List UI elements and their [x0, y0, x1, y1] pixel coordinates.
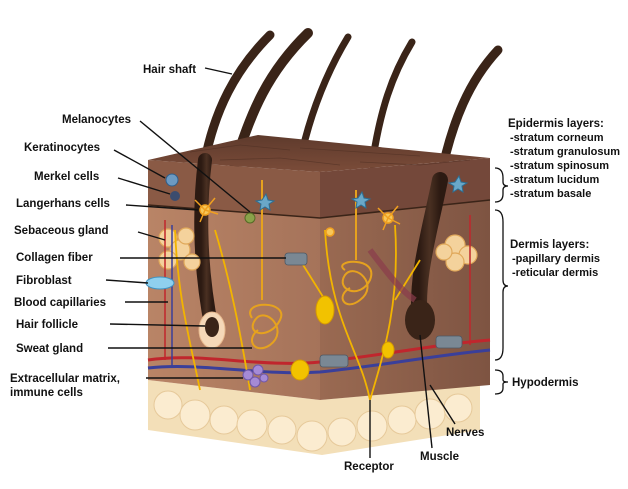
- label-reticular-dermis: -reticular dermis: [512, 267, 598, 279]
- label-hair-follicle: Hair follicle: [16, 319, 78, 331]
- label-langerhans-cells: Langerhans cells: [16, 198, 110, 210]
- label-nerves: Nerves: [446, 427, 484, 439]
- label-muscle: Muscle: [420, 451, 459, 463]
- fibroblast-cell: [146, 277, 174, 289]
- label-dermis-title: Dermis layers:: [510, 239, 589, 251]
- label-collagen-fiber: Collagen fiber: [16, 252, 93, 264]
- label-sweat-gland: Sweat gland: [16, 343, 83, 355]
- label-merkel-cells: Merkel cells: [34, 171, 99, 183]
- label-fibroblast: Fibroblast: [16, 275, 72, 287]
- label-keratinocytes: Keratinocytes: [24, 142, 100, 154]
- label-stratum-granulosum: -stratum granulosum: [510, 146, 620, 158]
- label-melanocytes: Melanocytes: [62, 114, 131, 126]
- melanocytes: [245, 213, 255, 223]
- label-blood-capillaries: Blood capillaries: [14, 297, 106, 309]
- label-extracellular-matrix: Extracellular matrix,: [10, 373, 120, 385]
- label-papillary-dermis: -papillary dermis: [512, 253, 600, 265]
- label-epidermis-title: Epidermis layers:: [508, 118, 604, 130]
- label-sebaceous-gland: Sebaceous gland: [14, 225, 109, 237]
- label-receptor: Receptor: [344, 461, 394, 473]
- label-immune-cells: immune cells: [10, 387, 83, 399]
- label-stratum-lucidum: -stratum lucidum: [510, 174, 599, 186]
- label-stratum-corneum: -stratum corneum: [510, 132, 604, 144]
- label-stratum-basale: -stratum basale: [510, 188, 591, 200]
- label-hypodermis: Hypodermis: [512, 377, 578, 389]
- label-hair-shaft: Hair shaft: [143, 64, 196, 76]
- layer-braces: [495, 168, 508, 394]
- label-stratum-spinosum: -stratum spinosum: [510, 160, 609, 172]
